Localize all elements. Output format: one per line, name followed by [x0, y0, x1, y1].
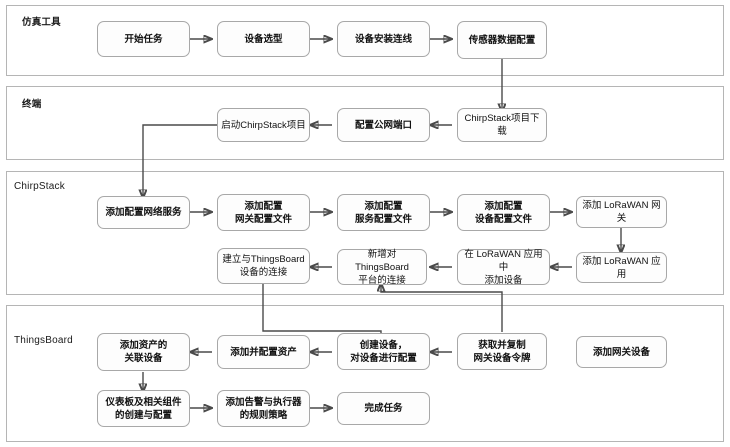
node-add-thingsboard-platform-connection[interactable]: 新增对ThingsBoard 平台的连接	[337, 248, 427, 286]
node-add-service-profile[interactable]: 添加配置 服务配置文件	[337, 194, 430, 231]
node-establish-thingsboard-device-connection[interactable]: 建立与ThingsBoard 设备的连接	[217, 248, 310, 284]
node-configure-public-port[interactable]: 配置公网端口	[337, 108, 430, 142]
node-label: 添加配置网络服务	[105, 207, 182, 218]
node-label: 添加配置 服务配置文件	[354, 200, 412, 225]
node-label: 设备安装连线	[354, 33, 412, 45]
node-add-gateway-device[interactable]: 添加网关设备	[576, 336, 667, 368]
node-add-gateway-profile[interactable]: 添加配置 网关配置文件	[217, 194, 310, 231]
node-add-configure-asset[interactable]: 添加并配置资产	[217, 335, 310, 369]
panel-label-terminal: 终端	[22, 99, 42, 110]
node-device-installation-wiring[interactable]: 设备安装连线	[337, 21, 430, 57]
node-label: 仪表板及相关组件 的创建与配置	[105, 396, 182, 421]
panel-label-chirpstack: ChirpStack	[14, 181, 65, 192]
node-label: 开始任务	[124, 33, 163, 45]
node-label: 添加告警与执行器 的规则策略	[225, 396, 302, 421]
node-add-device-in-lorawan-app[interactable]: 在 LoRaWAN 应用中 添加设备	[457, 248, 550, 286]
node-start-chirpstack-project[interactable]: 启动ChirpStack项目	[217, 108, 310, 142]
node-add-asset-related-device[interactable]: 添加资产的 关联设备	[97, 333, 190, 371]
node-add-device-profile[interactable]: 添加配置 设备配置文件	[457, 194, 550, 231]
node-label: 建立与ThingsBoard 设备的连接	[222, 254, 305, 278]
node-create-configure-device[interactable]: 创建设备， 对设备进行配置	[337, 333, 430, 370]
panel-label-simulation-tool: 仿真工具	[22, 17, 61, 28]
node-device-selection[interactable]: 设备选型	[217, 21, 310, 57]
node-add-alarm-actuator-rules[interactable]: 添加告警与执行器 的规则策略	[217, 390, 310, 427]
node-label: 启动ChirpStack项目	[221, 119, 306, 131]
node-label: 添加 LoRaWAN 网关	[582, 200, 661, 224]
node-label: 传感器数据配置	[468, 34, 536, 46]
node-chirpstack-project-download[interactable]: ChirpStack项目下载	[457, 108, 547, 142]
node-dashboard-creation-config[interactable]: 仪表板及相关组件 的创建与配置	[97, 390, 190, 427]
node-add-network-service[interactable]: 添加配置网络服务	[97, 196, 190, 229]
node-label: 创建设备， 对设备进行配置	[350, 339, 417, 364]
node-label: 添加 LoRaWAN 应用	[582, 255, 661, 280]
node-sensor-data-config[interactable]: 传感器数据配置	[457, 21, 547, 59]
node-label: ChirpStack项目下载	[464, 113, 540, 137]
node-start-task[interactable]: 开始任务	[97, 21, 190, 57]
node-add-lorawan-gateway[interactable]: 添加 LoRaWAN 网关	[576, 196, 667, 228]
node-label: 设备选型	[244, 33, 283, 45]
node-label: 添加并配置资产	[230, 346, 297, 358]
node-label: 新增对ThingsBoard 平台的连接	[355, 248, 409, 286]
node-label: 配置公网端口	[354, 119, 412, 131]
node-finish-task[interactable]: 完成任务	[337, 392, 430, 425]
node-label: 添加配置 网关配置文件	[234, 200, 292, 225]
node-label: 添加配置 设备配置文件	[474, 200, 532, 225]
node-label: 在 LoRaWAN 应用中 添加设备	[464, 248, 543, 286]
node-label: 添加资产的 关联设备	[119, 340, 168, 364]
node-label: 添加网关设备	[592, 346, 650, 358]
node-add-lorawan-application[interactable]: 添加 LoRaWAN 应用	[576, 252, 667, 283]
node-label: 获取并复制 网关设备令牌	[473, 339, 531, 364]
panel-label-thingsboard: ThingsBoard	[14, 335, 73, 346]
node-label: 完成任务	[364, 403, 403, 414]
node-get-copy-gateway-token[interactable]: 获取并复制 网关设备令牌	[457, 333, 547, 370]
